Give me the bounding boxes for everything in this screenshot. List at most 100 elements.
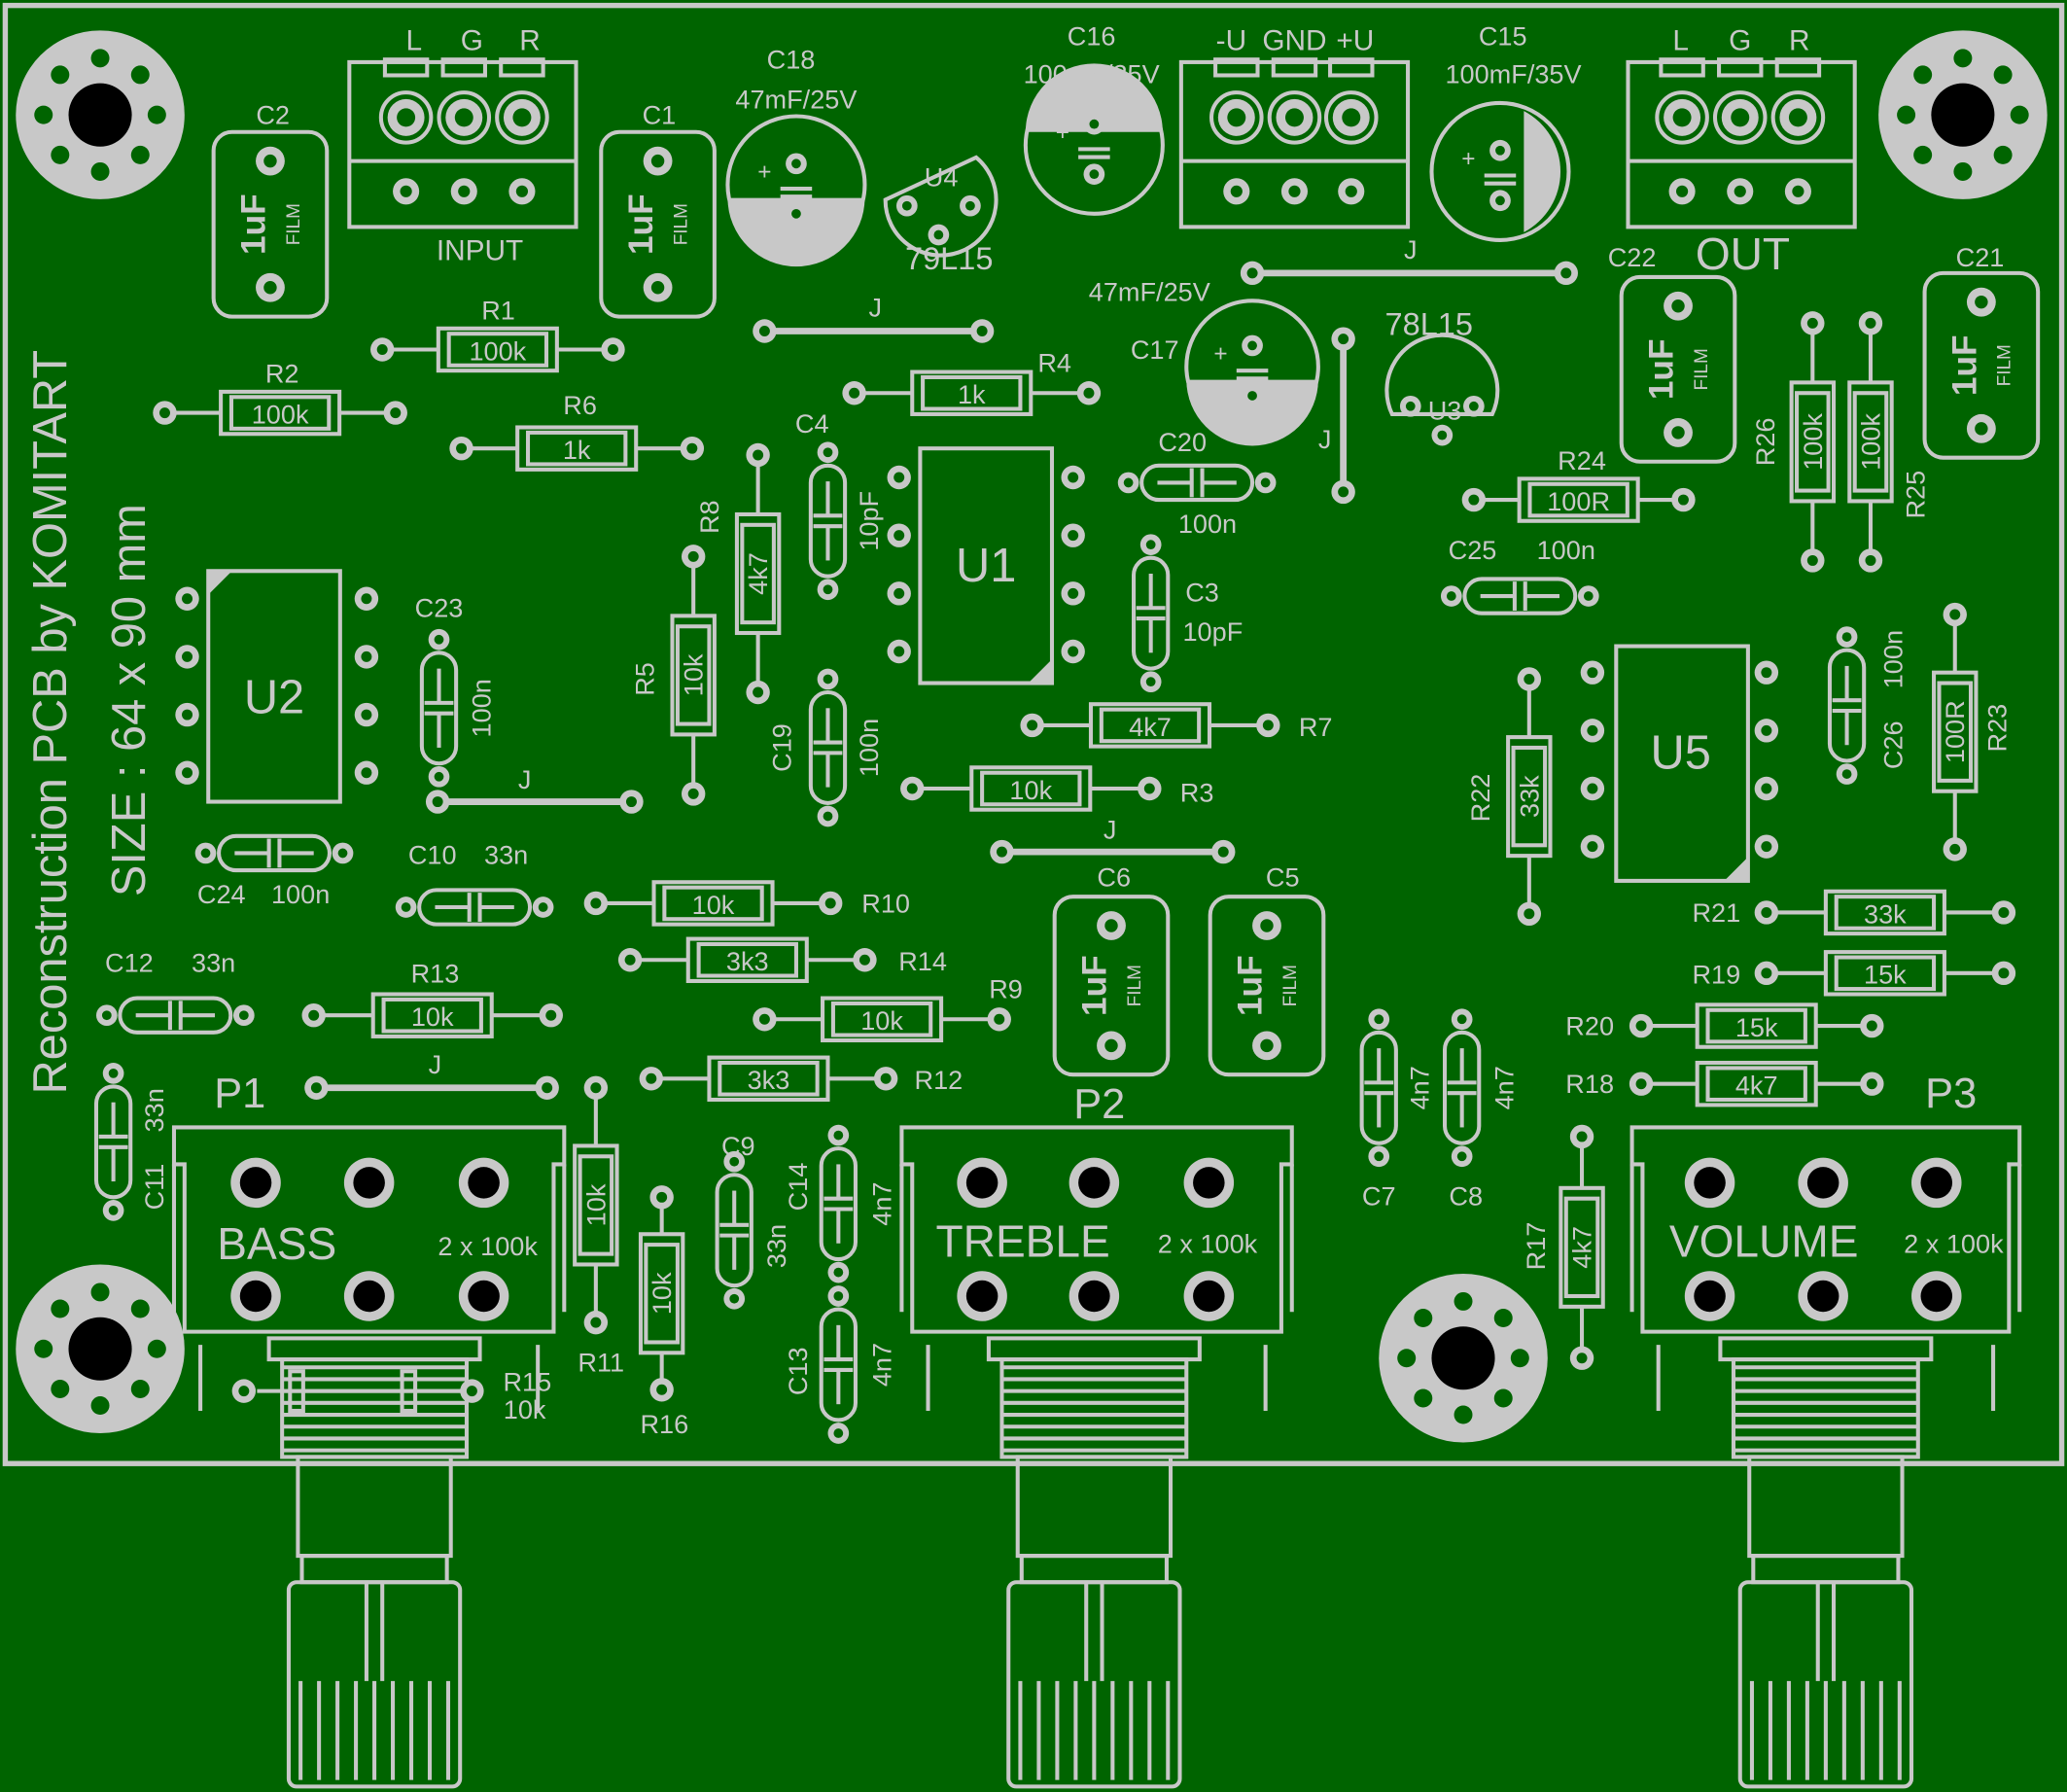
terminal-screw-hole [512,108,532,127]
cap-pad-drill [823,447,833,458]
ic-pin-drill [182,593,193,605]
potentiometer [899,1125,1294,1789]
cap-label-c26-0: C26 [1878,720,1909,769]
resistor-value-r6: 1k [563,435,591,465]
output-pin-r: R [1789,25,1810,57]
elco-pad-drill [791,158,801,169]
resistor-pad-drill [1998,967,2010,979]
cap-pad-drill [833,1428,844,1438]
potentiometer [1629,1125,2022,1789]
pot-pin-hole [1920,1167,1953,1199]
resistor-body-inner [578,1154,614,1256]
jumper-label: J [518,764,532,794]
resistor-value-r9: 10k [860,1005,903,1036]
ceramic-cap-c13 [819,1307,858,1423]
cap-label-c11-0: C11 [139,1164,169,1211]
cap-label-c20-0: C20 [1158,427,1207,457]
terminal-tab [1717,57,1764,78]
silkscreen-layer [93,57,2041,1789]
film-cap-body [1922,270,2041,460]
terminal-pad-drill [400,185,412,197]
electrolytic-c17 [1184,299,1320,446]
reg-u3-ref: U3 [1428,395,1462,425]
resistor-ref-r20: R20 [1565,1011,1614,1041]
resistor-r4 [854,369,1089,416]
resistor-ref-r23: R23 [1982,704,2013,753]
film-cap-c6 [1052,895,1171,1077]
cap-pad-drill [1145,677,1156,687]
resistor-value-r25: 100k [1855,413,1885,471]
cap-label-c13-0: C13 [783,1347,813,1395]
resistor-pad-drill [590,1317,602,1328]
resistor-ref-r14: R14 [898,946,947,976]
resistor-pad-drill [1262,720,1274,731]
resistor-r5 [670,556,717,794]
electrolytic-c16 [1023,63,1165,216]
cap-pad-drill [238,1010,249,1021]
mounting-via [1953,161,1973,181]
resistor-r11 [573,1087,619,1323]
mounting-hole [68,1317,132,1381]
cap-label-c24-1: 100n [271,879,330,909]
resistor-ref-r22: R22 [1465,774,1495,823]
resistor-ref-r4: R4 [1037,348,1071,378]
ceramic-cap-c14 [819,1146,858,1262]
ceramic-cap-c23 [419,650,459,766]
film-cap-pad-drill [1975,295,1988,309]
ceramic-cap-c12 [118,996,233,1035]
pot-pin-hole [965,1280,998,1313]
resistor-r20 [1641,1002,1873,1049]
film-cap-body [599,129,717,319]
film-cap-value: 1uF [235,193,273,255]
mounting-via [1414,1388,1433,1408]
cap-label-c9-0: C9 [721,1131,755,1161]
ceramic-cap-c3 [1132,555,1171,671]
ceramic-cap-c7 [1359,1030,1398,1145]
terminal-tab [382,57,430,78]
terminal-screw-ring [1267,90,1322,145]
to92-pad-drill [933,229,944,240]
resistor-pad-drill [1083,387,1095,399]
resistor-pad-drill [1761,906,1772,918]
cap-pad-drill [1123,477,1134,488]
resistor-r9 [764,996,999,1043]
resistor-body-inner [662,885,764,922]
resistor-r12 [650,1055,887,1103]
film-cap-body [1208,895,1326,1077]
pot-p3-value: 2 x 100k [1904,1228,2004,1258]
cap-label-c12-1: 33n [192,947,235,977]
cap-label-c25-0: C25 [1449,535,1497,565]
resistor-value-r3: 10k [1009,775,1052,805]
film-cap-type: FILM [671,203,691,245]
cap-label-c7-0: C7 [1362,1180,1396,1211]
resistor-ref-r3: R3 [1180,778,1214,808]
mounting-hole [1931,83,1995,147]
cap-label-c8-0: C8 [1449,1180,1483,1211]
elco-outline [1429,100,1571,242]
cap-body [1139,463,1255,503]
terminal-screw-ring [1323,90,1379,145]
elco-pad-drill [791,208,801,219]
ic-u1-label: U1 [956,540,1016,592]
cap-pad-drill [1841,632,1852,642]
resistor-r3 [912,765,1150,812]
ceramic-cap-c9 [715,1173,753,1288]
pot-p1-ref: P1 [214,1071,265,1117]
pot-body [1629,1125,2022,1334]
pot-pin-hole [468,1280,500,1313]
terminal-screw-hole [1227,108,1246,127]
pot-pin-hole [353,1167,385,1199]
cap-label-c4-1: 10pF [854,491,884,551]
resistor-pad-drill [687,788,699,799]
mounting-via [90,1283,110,1302]
mounting-via [1510,1349,1529,1368]
pot-pin-hole [1694,1167,1726,1199]
resistor-value-r13: 10k [411,1001,454,1032]
cap-body [715,1173,753,1288]
film-cap-pad-drill [1671,299,1685,313]
electrolytic-c18 [725,114,867,267]
reg-u4-ref: U4 [925,161,959,192]
pot-pin-hole [1920,1280,1953,1313]
mounting-hole [1431,1326,1495,1390]
